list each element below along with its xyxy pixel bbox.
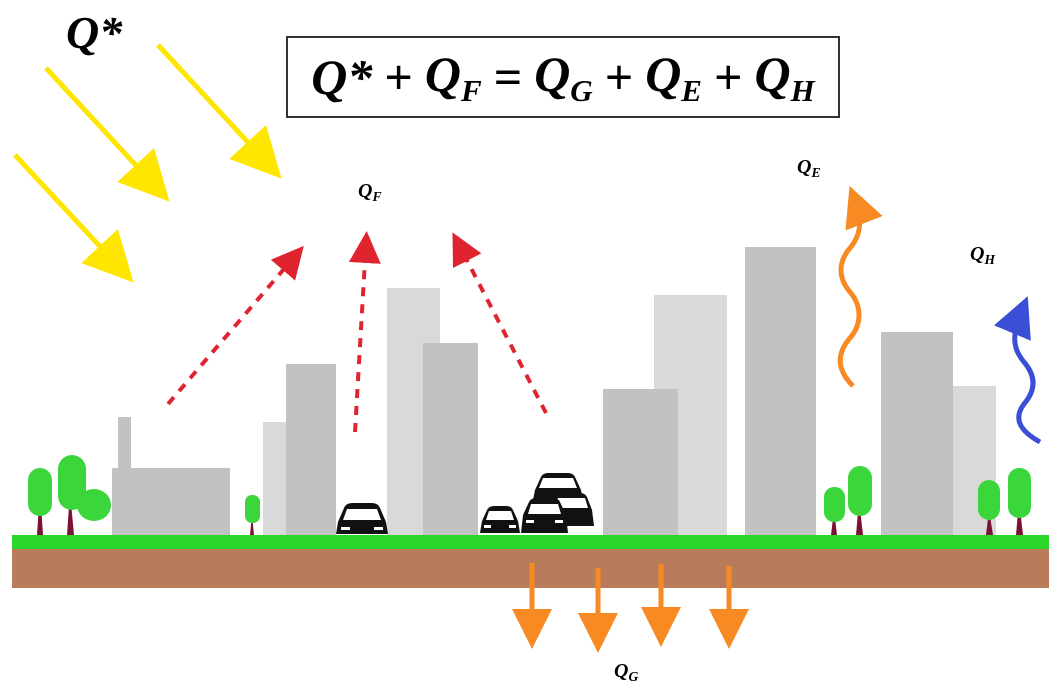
building <box>603 389 678 535</box>
eq-equals: = <box>493 49 523 105</box>
car <box>521 498 568 533</box>
label-storage-heat: QG <box>614 660 639 684</box>
tree <box>28 468 52 535</box>
solar-arrow <box>13 153 134 283</box>
solar-radiation-arrows <box>13 43 282 283</box>
eq-term-sensible: QH <box>754 46 815 108</box>
label-sensible-heat: QH <box>970 243 996 267</box>
label-anthropogenic-heat: QF <box>358 180 382 204</box>
cars <box>336 473 594 534</box>
building <box>745 247 816 535</box>
eq-term-net-radiation: Q* <box>311 49 373 105</box>
building <box>423 343 478 535</box>
qf-arrow <box>452 232 548 414</box>
eq-plus: + <box>713 49 743 105</box>
qf-arrow <box>166 245 304 406</box>
building <box>286 364 336 535</box>
eq-plus: + <box>384 49 413 105</box>
buildings <box>112 247 996 535</box>
building <box>263 422 289 535</box>
anthropogenic-heat-arrows <box>166 231 548 433</box>
eq-term-anthropogenic: QF <box>424 46 482 108</box>
tree <box>848 466 872 535</box>
qf-arrow <box>348 231 381 433</box>
eq-plus: + <box>604 49 634 105</box>
car <box>336 503 388 534</box>
solar-arrow <box>156 43 282 179</box>
tree <box>1008 468 1031 535</box>
tree <box>245 495 260 535</box>
storage-heat-arrows <box>512 563 749 653</box>
tree <box>58 455 111 535</box>
car <box>480 506 520 533</box>
energy-balance-equation: Q* + QF = QG + QE + QH <box>286 36 840 118</box>
tree <box>824 487 845 535</box>
tree <box>978 480 1000 535</box>
label-latent-heat: QE <box>797 156 821 180</box>
qe-arrow <box>837 186 883 388</box>
qh-arrow <box>993 296 1042 445</box>
eq-term-storage: QG <box>534 46 593 108</box>
label-net-radiation: Q* <box>66 7 123 58</box>
eq-term-latent: QE <box>645 46 702 108</box>
solar-arrow <box>44 66 170 202</box>
trees <box>28 455 1031 535</box>
factory-chimney <box>118 417 131 469</box>
factory-building <box>112 468 230 535</box>
grass-layer <box>12 535 1049 549</box>
building <box>881 332 953 535</box>
